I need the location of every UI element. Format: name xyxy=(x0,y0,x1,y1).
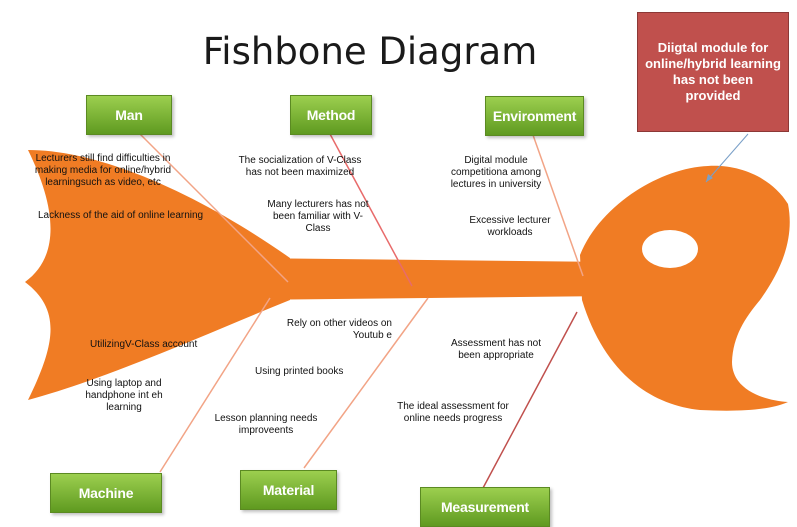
cause-method-1: The socialization of V-Class has not bee… xyxy=(238,155,362,178)
bone-man xyxy=(139,133,289,283)
fish-head xyxy=(580,165,790,411)
cause-material-2: Using printed books xyxy=(255,366,344,377)
problem-arrow-head xyxy=(706,174,713,182)
category-material: Material xyxy=(240,470,337,510)
cause-machine-2: Using laptop and handphone int eh learni… xyxy=(85,378,163,413)
bone-material xyxy=(303,297,429,469)
cause-material-3: Lesson planning needs improveents xyxy=(214,413,318,436)
cause-machine-1: UtilizingV-Class account xyxy=(90,339,198,350)
bone-measurement xyxy=(482,311,578,489)
problem-box: Diigtal module for online/hybrid learnin… xyxy=(637,12,789,132)
problem-arrow xyxy=(705,133,749,183)
category-machine: Machine xyxy=(50,473,162,513)
cause-man-1: Lecturers still find difficulties in mak… xyxy=(34,153,172,188)
fish-tail xyxy=(25,150,290,400)
cause-measurement-2: The ideal assessment for online needs pr… xyxy=(397,401,509,424)
problem-text: Diigtal module for online/hybrid learnin… xyxy=(645,40,781,103)
cause-material-1: Rely on other videos on Youtub e xyxy=(286,318,392,341)
bone-machine xyxy=(159,297,271,473)
category-man: Man xyxy=(86,95,172,135)
category-method: Method xyxy=(290,95,372,135)
cause-environment-1: Digital module competitiona among lectur… xyxy=(450,155,542,190)
cause-man-2: Lackness of the aid of online learning xyxy=(38,210,204,221)
fish-spine xyxy=(240,258,612,300)
cause-method-2: Many lecturers has not been familiar wit… xyxy=(267,199,369,234)
page-title: Fishbone Diagram xyxy=(202,30,538,73)
bone-environment xyxy=(532,134,584,277)
category-environment: Environment xyxy=(485,96,584,136)
fish-eye xyxy=(642,230,698,268)
bone-method xyxy=(329,133,413,287)
cause-measurement-1: Assessment has not been appropriate xyxy=(450,338,542,361)
cause-environment-2: Excessive lecturer workloads xyxy=(469,215,551,238)
category-measurement: Measurement xyxy=(420,487,550,527)
